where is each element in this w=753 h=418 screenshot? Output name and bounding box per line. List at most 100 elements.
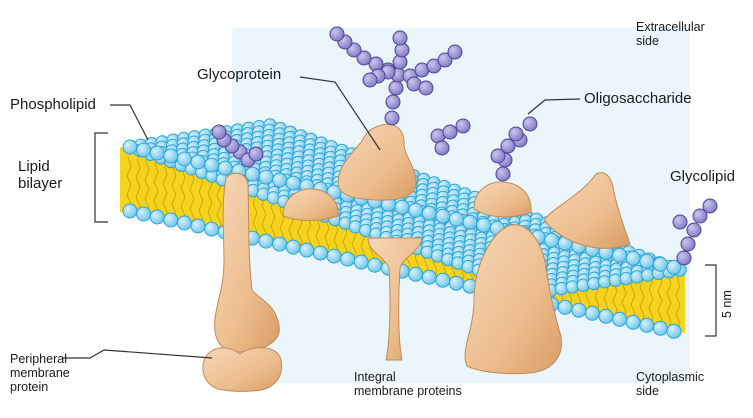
phospholipid-head (598, 308, 614, 324)
phospholipid-head (258, 169, 274, 185)
lipid-tail (198, 172, 204, 230)
sugar-unit (702, 198, 718, 214)
phospholipid-head (625, 314, 641, 330)
lipid-bilayer-label: Lipid bilayer (18, 158, 62, 192)
phospholipid-head (244, 166, 260, 182)
phospholipid-head (122, 203, 138, 219)
lipid-bilayer-bracket (94, 132, 108, 223)
phospholipid-head (435, 208, 451, 224)
peripheral-protein-stem (214, 172, 280, 353)
protein-cone-right (543, 172, 631, 249)
phospholipid-label: Phospholipid (10, 96, 96, 113)
extracellular-line-2: side (636, 34, 659, 48)
phospholipid-head (326, 248, 342, 264)
sugar-unit (490, 148, 506, 164)
phospholipid-head (625, 250, 641, 266)
glycoprotein-label: Glycoprotein (197, 66, 282, 83)
sugar-unit (384, 110, 400, 126)
glycolipid-label: Glycolipid (670, 168, 736, 185)
phospholipid-head (285, 239, 301, 255)
phospholipid-head (666, 259, 682, 275)
oligosaccharide-leader (527, 98, 581, 115)
sugar-unit (676, 250, 692, 266)
cytoplasmic-side-label: Cytoplasmic side (636, 370, 704, 398)
phospholipid-head (285, 175, 301, 191)
phospholipid-head (421, 269, 437, 285)
lipid-bilayer-line-1: Lipid (18, 158, 50, 175)
phospholipid-head (217, 160, 233, 176)
glycoprotein-body (337, 123, 417, 201)
phospholipid-head (408, 266, 424, 282)
sugar-unit (329, 26, 345, 42)
phospholipid-head (272, 172, 288, 188)
sugar-unit (392, 30, 408, 46)
phospholipid-head (571, 302, 587, 318)
integral-line-1: Integral (354, 370, 396, 384)
phospholipid-head (544, 232, 560, 248)
phospholipid-head (476, 217, 492, 233)
protein-dome-left (282, 188, 339, 221)
oligosaccharide-chains (211, 26, 718, 266)
scale-label: 5 nm (720, 290, 734, 318)
phospholipid-head (584, 305, 600, 321)
phospholipid-head (394, 199, 410, 215)
sugar-unit (356, 50, 372, 66)
phospholipid-head (272, 236, 288, 252)
sugar-unit (211, 124, 227, 140)
integral-protein-funnel (367, 237, 423, 361)
phospholipid-head (652, 256, 668, 272)
phospholipid-head (299, 242, 315, 258)
cytoplasmic-line-2: side (636, 384, 659, 398)
sugar-unit (508, 126, 524, 142)
phospholipid-head (367, 257, 383, 273)
phospholipid-head (176, 215, 192, 231)
integral-protein-large (464, 224, 563, 375)
lipid-tail (657, 272, 663, 330)
lipid-tail (675, 276, 681, 334)
phospholipid-head (176, 151, 192, 167)
sugar-unit (437, 52, 453, 68)
lipid-tail (648, 270, 654, 328)
peripheral-protein-label: Peripheral membrane protein (10, 352, 70, 394)
phospholipid-head (204, 221, 220, 237)
phospholipid-head (353, 254, 369, 270)
phospholipid-head (312, 245, 328, 261)
lipid-tail (135, 158, 141, 216)
sugar-unit (388, 80, 404, 96)
phospholipid-head (204, 157, 220, 173)
sugar-unit (442, 124, 458, 140)
leader-lines (62, 76, 717, 359)
oligosaccharide-label: Oligosaccharide (584, 90, 692, 107)
phospholipid-head (163, 212, 179, 228)
sugar-unit (680, 236, 696, 252)
phospholipid-head (136, 206, 152, 222)
phospholipid-head (652, 320, 668, 336)
phospholipid-head (149, 209, 165, 225)
peripheral-line-1: Peripheral (10, 352, 67, 366)
extracellular-line-1: Extracellular (636, 20, 705, 34)
phospholipid-head (435, 272, 451, 288)
protein-dome-middle (473, 181, 532, 218)
sugar-unit (418, 80, 434, 96)
phospholipid-leader (110, 104, 149, 141)
phospholipid-head (340, 251, 356, 267)
phospholipid-head (122, 139, 138, 155)
lipid-bilayer-line-2: bilayer (18, 175, 63, 192)
sugar-unit (447, 44, 463, 60)
lipid-tail (189, 170, 195, 228)
sugar-unit (692, 208, 708, 224)
lipid-tail (144, 160, 150, 218)
phospholipid-head (448, 275, 464, 291)
glycoprotein-leader (299, 76, 381, 151)
phospholipid-head (462, 214, 478, 230)
lipid-tail (666, 274, 672, 332)
phospholipid-head (612, 247, 628, 263)
extracellular-side-label: Extracellular side (636, 20, 705, 48)
integral-proteins-label: Integral membrane proteins (354, 370, 462, 398)
peripheral-protein-base (202, 347, 283, 392)
sugar-unit (500, 138, 516, 154)
phospholipid-head (149, 145, 165, 161)
phospholipid-head (666, 323, 682, 339)
phospholipid-head (408, 202, 424, 218)
